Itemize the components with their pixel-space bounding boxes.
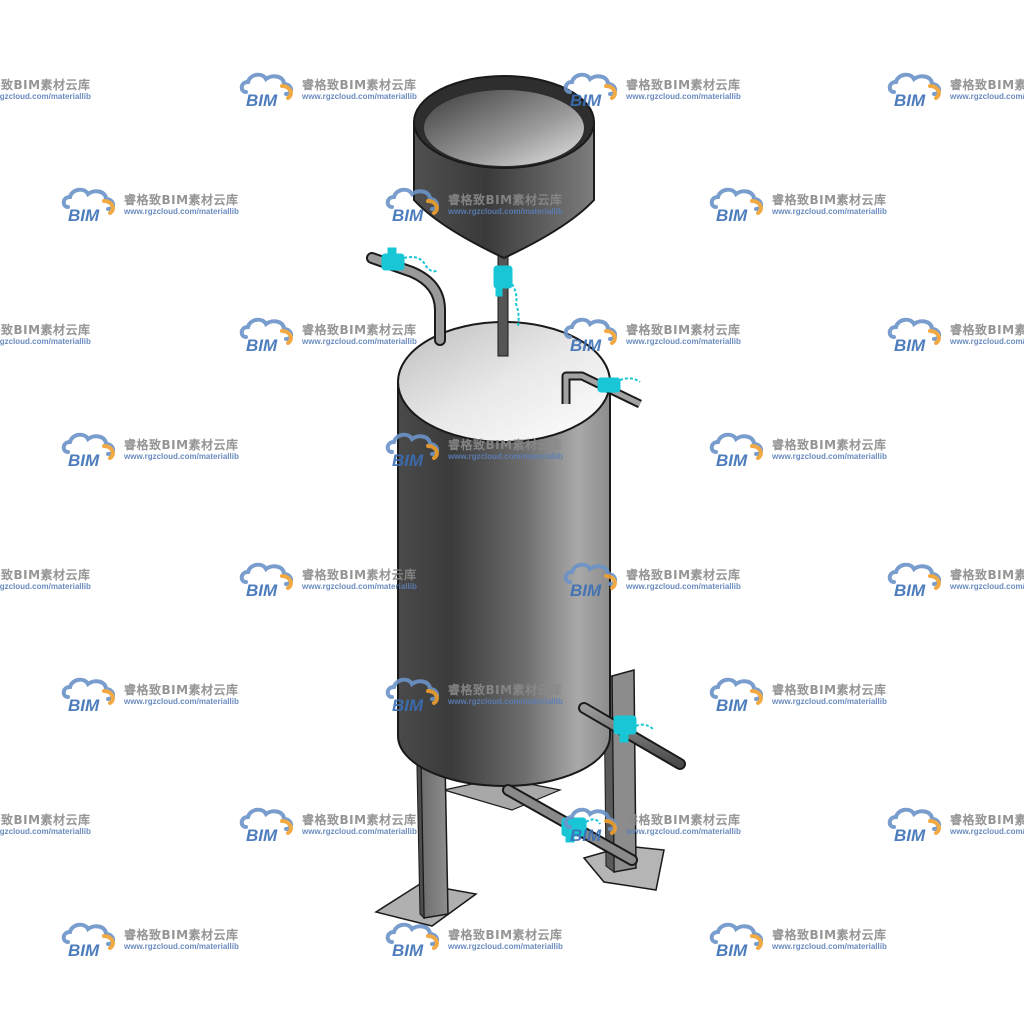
funnel: [413, 75, 595, 260]
tank-body: [397, 383, 611, 787]
valve-vent: [381, 247, 439, 273]
valve-funnel: [493, 265, 520, 327]
vent-pipe: [366, 252, 446, 346]
side-outlet-pipe: [578, 702, 686, 770]
valve-top-inlet: [597, 377, 641, 393]
valve-side-outlet: [613, 715, 655, 743]
